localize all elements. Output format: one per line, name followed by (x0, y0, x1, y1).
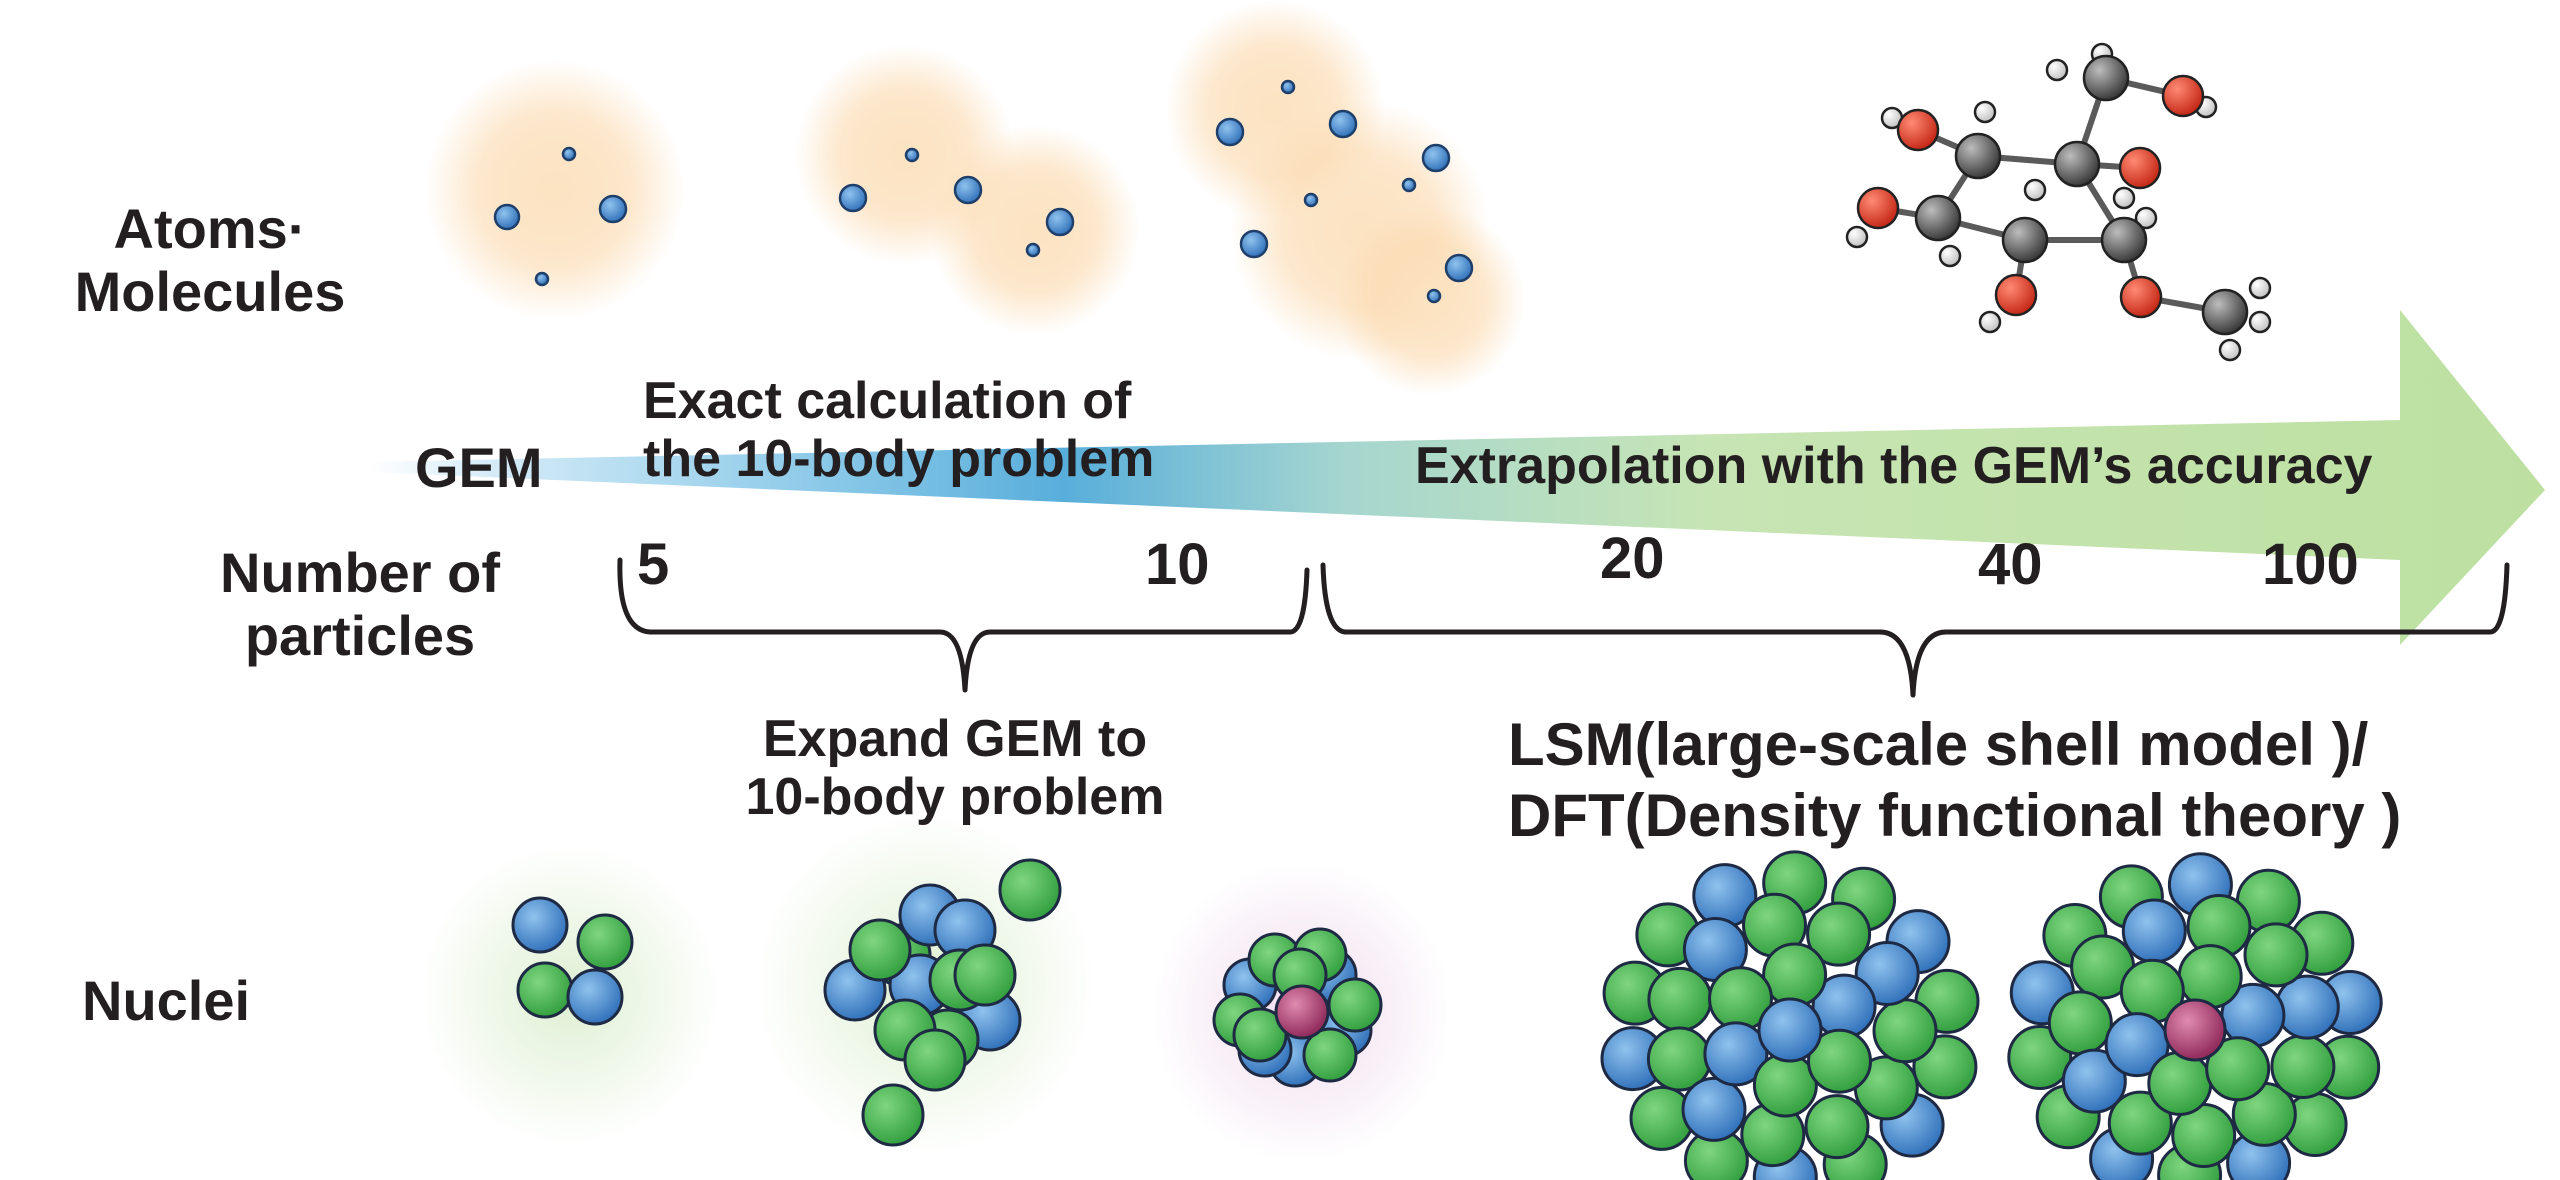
neutron-ball (1647, 966, 1713, 1032)
neutron-ball (998, 858, 1062, 922)
exact-line-2: the 10-body problem (643, 430, 1155, 489)
bracket-right (1320, 562, 2510, 698)
neutron-ball (2205, 1036, 2271, 1102)
tick-label-100: 100 (2262, 532, 2359, 597)
lsm-line: LSM(large-scale shell model )/ (1508, 711, 2369, 778)
neutron-ball (576, 913, 634, 971)
row-label-gem: GEM (415, 436, 543, 499)
row-label-number-of-particles: Number of particles (150, 541, 570, 667)
exact-line-1: Exact calculation of (643, 372, 1132, 430)
hyperon-ball (1274, 984, 1330, 1040)
dft-line: DFT(Density functional theory ) (1508, 781, 2402, 849)
neutron-ball (1804, 1094, 1870, 1160)
tick-label-20: 20 (1600, 526, 1665, 591)
molecule-illustration (1845, 42, 2272, 362)
bracket-left (617, 557, 1310, 693)
proton-ball (1681, 1076, 1747, 1142)
atoms-molecules-illustrations (425, 0, 1525, 395)
neutron-ball (2047, 990, 2113, 1056)
number-of-label: Number of (220, 541, 500, 604)
neutron-ball (1806, 901, 1872, 967)
expand-gem-label: Expand GEM to 10-body problem (660, 710, 1250, 826)
neutron-ball (1807, 1028, 1872, 1094)
neutron-ball (1327, 977, 1383, 1033)
neutron-ball (848, 918, 912, 982)
neutron-ball (861, 1083, 925, 1147)
neutron-ball (1232, 1007, 1288, 1063)
neutron-ball (953, 943, 1017, 1007)
neutron-ball (2270, 1034, 2336, 1099)
tick-label-40: 40 (1978, 532, 2043, 597)
lsm-dft-label: LSM(large-scale shell model )/ DFT(Densi… (1508, 710, 2401, 852)
proton-ball (2121, 898, 2187, 964)
atoms-label: Atoms· (113, 197, 307, 260)
neutron-ball (1872, 998, 1938, 1064)
tick-label-5: 5 (637, 532, 670, 597)
neutron-ball (2107, 1090, 2173, 1156)
exact-calculation-label: Exact calculation of the 10-body problem (643, 372, 1154, 488)
row-label-atoms-molecules: Atoms· Molecules (20, 197, 400, 323)
extrapolation-label: Extrapolation with the GEM’s accuracy (1415, 437, 2373, 495)
proton-ball (566, 968, 624, 1026)
particles-label: particles (244, 603, 476, 667)
neutron-ball (903, 1028, 967, 1092)
hyperon-ball (2163, 998, 2227, 1062)
proton-ball (1703, 1021, 1769, 1087)
expand-line-1: Expand GEM to (762, 710, 1148, 768)
neutron-ball (2243, 922, 2309, 988)
neutron-ball (2147, 1050, 2213, 1116)
tick-label-10: 10 (1145, 532, 1210, 597)
expand-line-2: 10-body problem (745, 768, 1165, 827)
nuclei-illustrations (420, 815, 2383, 1180)
neutron-ball (2177, 944, 2243, 1010)
proton-ball (511, 896, 569, 954)
molecules-label: Molecules (74, 259, 346, 323)
neutron-ball (516, 961, 574, 1019)
extrapolation-arrow (370, 310, 2545, 645)
neutron-ball (1302, 1027, 1358, 1083)
proton-ball (1757, 997, 1823, 1063)
row-label-nuclei: Nuclei (82, 969, 251, 1032)
proton-ball (2061, 1048, 2127, 1114)
